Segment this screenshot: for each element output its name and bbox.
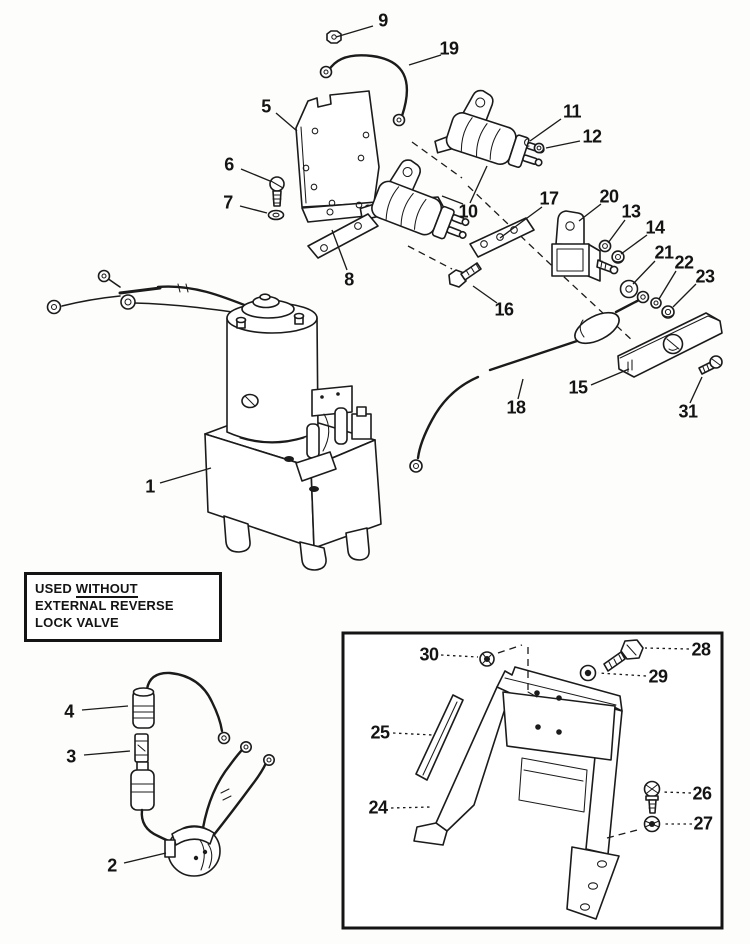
part-18-cable — [409, 290, 650, 473]
note-box: USED WITHOUT EXTERNAL REVERSE LOCK VALVE — [24, 572, 222, 642]
inset-construction-lines — [497, 644, 642, 839]
part-1-pump-motor-assembly — [46, 269, 382, 571]
part-4-fuse-holder-cap — [132, 671, 231, 745]
callout-1: 1 — [145, 476, 155, 497]
callout-9: 9 — [378, 10, 388, 31]
callout-7: 7 — [223, 192, 233, 213]
part-20-bracket — [551, 210, 619, 282]
part-22-washer — [650, 297, 662, 309]
callout-18: 18 — [506, 397, 526, 418]
part-19-jumper-wire — [319, 54, 409, 127]
part-7-washer — [267, 209, 285, 221]
callout-25: 25 — [370, 722, 390, 743]
callout-17: 17 — [539, 188, 559, 209]
part-17-plate — [469, 217, 535, 258]
part-16-bolt — [448, 262, 482, 288]
note-line-1: USED WITHOUT — [35, 581, 138, 598]
note-line-2: EXTERNAL REVERSE — [35, 597, 174, 613]
callout-4: 4 — [64, 701, 74, 722]
part-13-nut — [598, 239, 612, 253]
part-29-nut — [579, 664, 597, 682]
part-6-screw — [269, 176, 285, 207]
part-21-washer — [619, 279, 639, 299]
part-24-bracket — [413, 666, 623, 920]
callout-16: 16 — [494, 299, 514, 320]
callout-28: 28 — [691, 639, 711, 660]
inset-box — [341, 631, 724, 930]
callout-31: 31 — [678, 401, 698, 422]
part-12-nut — [533, 142, 545, 154]
part-25-strip — [415, 694, 464, 781]
callout-2: 2 — [107, 855, 117, 876]
note-line-3: LOCK VALVE — [35, 614, 119, 630]
callout-10: 10 — [458, 201, 478, 222]
part-2-valve-body — [130, 740, 275, 877]
callout-19: 19 — [439, 38, 459, 59]
callout-14: 14 — [645, 217, 665, 238]
part-31-screw — [698, 355, 723, 375]
callout-26: 26 — [692, 783, 712, 804]
callout-12: 12 — [582, 126, 602, 147]
callout-22: 22 — [674, 252, 694, 273]
part-14-nut — [611, 250, 625, 264]
callout-27: 27 — [693, 813, 713, 834]
callout-20: 20 — [599, 186, 619, 207]
part-23-nut — [661, 305, 675, 319]
callout-13: 13 — [621, 201, 641, 222]
callout-5: 5 — [261, 96, 271, 117]
callout-30: 30 — [419, 644, 439, 665]
part-27-washer — [643, 815, 661, 833]
callout-23: 23 — [695, 266, 715, 287]
part-9-nut — [326, 30, 342, 44]
part-8-strap — [307, 213, 379, 259]
part-3-fuse — [134, 733, 149, 763]
callout-8: 8 — [344, 269, 354, 290]
part-11-clip — [524, 138, 530, 147]
callout-3: 3 — [66, 746, 76, 767]
part-10-solenoid-upper — [431, 80, 559, 186]
callout-21: 21 — [654, 242, 674, 263]
part-30-nut — [479, 651, 495, 667]
leader-lines — [81, 25, 703, 864]
callout-24: 24 — [368, 797, 388, 818]
callout-6: 6 — [224, 154, 234, 175]
part-15-circuit-breaker — [617, 312, 723, 378]
part-28-bolt — [603, 639, 644, 672]
part-26-screw — [643, 780, 661, 814]
construction-lines — [407, 141, 635, 343]
callout-15: 15 — [568, 377, 588, 398]
callout-29: 29 — [648, 666, 668, 687]
callout-11: 11 — [562, 101, 582, 122]
